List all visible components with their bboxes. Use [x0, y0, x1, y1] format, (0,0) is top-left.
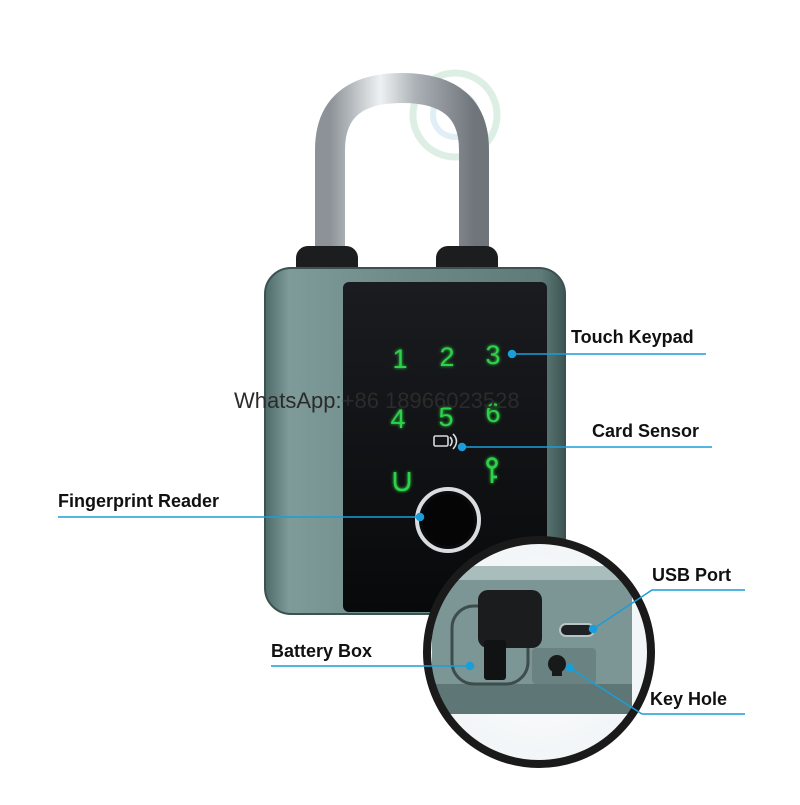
- whatsapp-watermark: WhatsApp:+86 18966023528: [234, 388, 520, 413]
- callout-battery-box: Battery Box: [271, 641, 373, 661]
- keypad-key-1[interactable]: 1: [392, 344, 407, 374]
- unlock-key-icon[interactable]: [393, 472, 411, 492]
- callout-line-usb: [592, 589, 745, 630]
- keypad-key-2[interactable]: 2: [439, 342, 454, 372]
- callout-touch-keypad: Touch Keypad: [571, 327, 694, 347]
- callout-line-keyhole: [569, 667, 745, 715]
- keypad-key-4[interactable]: 4: [390, 404, 405, 434]
- keypad-key-5[interactable]: 5: [438, 402, 453, 432]
- fingerprint-reader[interactable]: [415, 487, 481, 553]
- keypad-key-3[interactable]: 3: [485, 340, 500, 370]
- callout-fingerprint-reader: Fingerprint Reader: [58, 491, 220, 511]
- callout-usb-port: USB Port: [652, 565, 732, 585]
- battery-key-tool: [478, 590, 542, 648]
- keypad-key-6[interactable]: 6: [485, 398, 500, 428]
- lock-key-icon[interactable]: [486, 457, 498, 484]
- touch-panel: [343, 282, 547, 612]
- callout-key-hole: Key Hole: [650, 689, 728, 709]
- zoom-detail: [423, 536, 655, 768]
- card-sensor-icon: [433, 433, 458, 450]
- callout-card-sensor: Card Sensor: [592, 421, 700, 441]
- shackle: [315, 72, 489, 270]
